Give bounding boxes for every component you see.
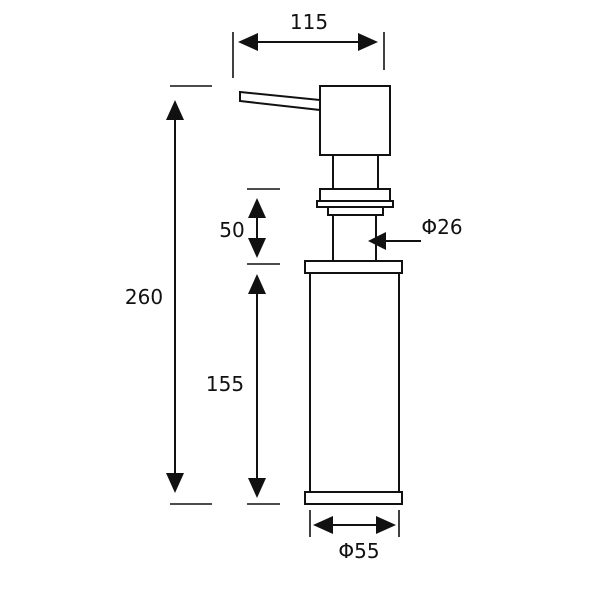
arrow-right-icon [358,33,378,51]
arrow-up-icon [248,274,266,294]
arrow-down-icon [248,478,266,498]
pump-neck [332,154,379,190]
arrow-down-icon [248,238,266,258]
bottle-base [304,491,403,505]
thread-length-label: 50 [219,218,244,242]
spout-reach-label: 115 [290,10,328,34]
mounting-flange [319,188,391,202]
total-height-label: 260 [125,285,163,309]
bottle-diameter-label: Φ55 [338,539,379,563]
bottle-height-label: 155 [206,372,244,396]
arrow-left-icon [313,516,333,534]
dimension-bottle-diameter: Φ55 [309,510,400,563]
threaded-shank [332,214,377,262]
lock-nut [327,206,384,216]
dimension-thread-diameter: Φ26 [368,215,463,250]
bottle-body [309,272,400,493]
arrow-right-icon [376,516,396,534]
arrow-up-icon [248,198,266,218]
dimension-thread-length: 50 [219,188,280,265]
dimension-bottle-height: 155 [206,274,280,505]
dimension-total-height: 260 [125,85,212,505]
dimension-spout-reach: 115 [232,10,385,78]
arrow-left-icon [368,232,386,250]
arrow-up-icon [166,100,184,120]
arrow-left-icon [238,33,258,51]
dispenser-outline [239,85,403,505]
thread-diameter-label: Φ26 [421,215,462,239]
arrow-down-icon [166,473,184,493]
pump-head [319,85,391,156]
spout-lever [239,90,321,112]
bottle-cap [304,260,403,274]
